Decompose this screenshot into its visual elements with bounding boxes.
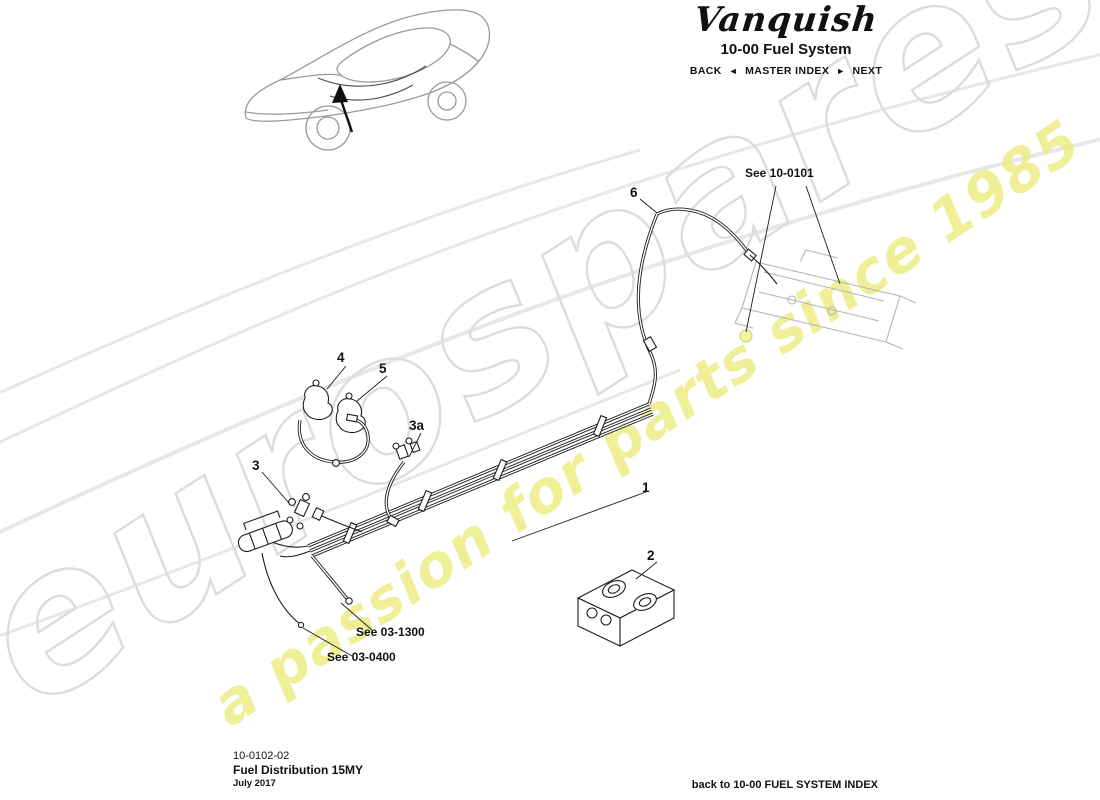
hose-3a — [384, 437, 421, 528]
callout-1: 1 — [642, 480, 650, 495]
car-harness-detail — [317, 65, 427, 101]
bracket-5 — [335, 392, 366, 434]
header: Vanquish 10-00 Fuel System BACK ◄ MASTER… — [680, 0, 892, 77]
back-link[interactable]: BACK — [689, 65, 722, 77]
callout-4: 4 — [337, 350, 345, 365]
reference-03-1300[interactable]: See 03-1300 — [356, 625, 425, 639]
document-info: 10-0102-02 Fuel Distribution 15MY July 2… — [233, 750, 363, 790]
mounting-block-2 — [576, 569, 676, 647]
car-illustration — [244, 9, 491, 151]
index-link[interactable]: back to 10-00 FUEL SYSTEM INDEX — [691, 779, 878, 791]
callout-6: 6 — [630, 185, 638, 200]
reference-03-0400[interactable]: See 03-0400 — [327, 650, 396, 664]
fuel-filter — [237, 510, 304, 553]
brand-logo: Vanquish — [692, 0, 880, 40]
fuel-tank-reference-outline — [734, 249, 917, 350]
hose-loop — [297, 413, 370, 467]
fuel-line-bundle — [261, 402, 654, 629]
next-link[interactable]: NEXT — [852, 65, 883, 77]
master-index-link[interactable]: MASTER INDEX — [745, 65, 830, 77]
doc-number: 10-0102-02 — [233, 750, 290, 762]
callout-5: 5 — [379, 361, 387, 376]
back-arrow-icon: ◄ — [728, 66, 739, 76]
fuel-tube-6 — [636, 207, 778, 405]
connector-assembly-3 — [288, 493, 363, 533]
section-title: 10-00 Fuel System — [720, 41, 852, 58]
doc-title: Fuel Distribution 15MY — [233, 762, 364, 777]
callout-3: 3 — [252, 458, 260, 473]
bracket-4 — [302, 379, 333, 421]
callout-3a: 3a — [409, 418, 425, 433]
pagination-nav: BACK ◄ MASTER INDEX ► NEXT — [680, 65, 892, 77]
next-arrow-icon: ► — [836, 66, 846, 76]
callout-2: 2 — [647, 548, 655, 563]
location-arrow — [332, 84, 354, 133]
reference-10-0101[interactable]: See 10-0101 — [745, 166, 814, 180]
leader-lines — [261, 185, 841, 657]
doc-date: July 2017 — [233, 778, 276, 790]
